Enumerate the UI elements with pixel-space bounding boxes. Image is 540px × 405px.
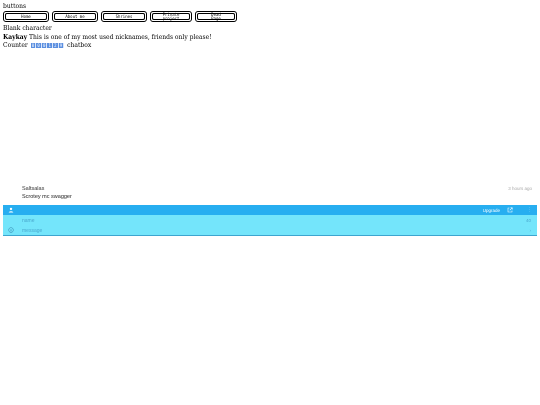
nickname-line: Kaykay This is one of my most used nickn…: [3, 34, 212, 42]
name-field-row[interactable]: name 40: [3, 215, 537, 225]
chatbox: Saltsalas 3 hours ago Scrotey mc swagger…: [3, 183, 537, 236]
nav-button-shrines[interactable]: Shrines: [101, 11, 147, 22]
counter-digit: 9: [58, 43, 65, 48]
counter-digit: 2: [53, 43, 59, 48]
nav-buttons: Home About me Shrines Private project De…: [3, 11, 237, 22]
counter-digit: 0: [30, 43, 37, 48]
message-field-row[interactable]: message ›: [3, 225, 537, 236]
nickname: Kaykay: [3, 34, 28, 41]
nickname-description: This is one of my most used nicknames, f…: [29, 34, 212, 41]
upgrade-link[interactable]: Upgrade: [482, 207, 500, 213]
more-options-icon[interactable]: ⋮: [527, 207, 532, 213]
nav-button-label: Private: [162, 12, 180, 17]
nav-button-label: About me: [65, 13, 85, 19]
blank-character-label: Blank character: [3, 25, 52, 32]
nav-button-about-me[interactable]: About me: [52, 11, 98, 22]
nav-button-home[interactable]: Home: [3, 11, 49, 22]
nav-button-label: Page: [211, 15, 221, 21]
counter-label: Counter: [3, 42, 28, 49]
chatbox-toolbar: Upgrade ⋮: [3, 205, 537, 215]
external-link-icon[interactable]: [507, 207, 513, 213]
counter-digit: 1: [47, 43, 54, 48]
smiley-icon[interactable]: [8, 227, 14, 233]
nav-button-label: project: [162, 15, 180, 21]
message-time: 3 hours ago: [508, 186, 532, 191]
page-heading: buttons: [3, 3, 27, 10]
message-input[interactable]: message: [22, 227, 43, 234]
name-char-counter: 40: [525, 217, 531, 223]
nav-button-label: Dead: [211, 12, 221, 17]
name-input[interactable]: name: [22, 217, 35, 224]
chatbox-label: chatbox: [67, 42, 92, 49]
send-icon[interactable]: ›: [529, 227, 532, 233]
user-icon[interactable]: [8, 207, 14, 213]
nav-button-label: Home: [21, 13, 31, 19]
counter-digit: 0: [36, 43, 42, 48]
message-text: Scrotey mc swagger: [22, 194, 72, 200]
message-author: Saltsalas: [22, 186, 45, 192]
nav-button-private-project[interactable]: Private project: [150, 11, 192, 22]
nav-button-dead-page[interactable]: Dead Page: [195, 11, 237, 22]
nav-button-label: Shrines: [115, 13, 133, 19]
chat-message: Saltsalas 3 hours ago Scrotey mc swagger: [3, 183, 537, 205]
counter-digit: 0: [41, 43, 48, 48]
